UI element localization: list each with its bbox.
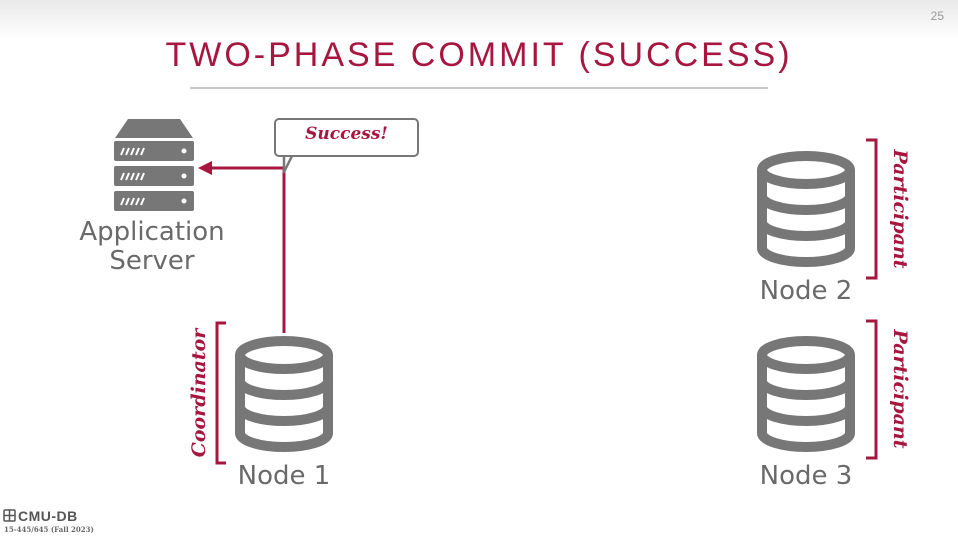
participant-role-label-node-3: Participant (889, 329, 911, 449)
success-message-text: Success! (305, 124, 388, 144)
node-1-label: Node 1 (237, 461, 331, 491)
participant-bracket-node-3 (866, 319, 878, 460)
success-message-bubble (274, 118, 419, 157)
participant-role-label-node-2: Participant (889, 149, 911, 269)
slide-title: TWO-PHASE COMMIT (SUCCESS) (165, 36, 793, 74)
server-rack-icon (114, 119, 194, 211)
footer-logo-text: CMU-DB (18, 508, 78, 524)
footer-logo: CMU-DB (4, 508, 78, 524)
node-2-label: Node 2 (759, 276, 853, 306)
node-1-database-icon (235, 336, 333, 452)
header-shade (0, 0, 958, 40)
page-number: 25 (930, 9, 944, 23)
application-server-label-line1: Application (79, 217, 225, 247)
participant-bracket-node-2 (866, 138, 878, 280)
application-server-label-line2: Server (109, 245, 195, 276)
title-divider (190, 87, 768, 89)
node-2-database-icon (757, 151, 855, 267)
course-label: 15-445/645 (Fall 2023) (4, 525, 94, 534)
node-3-label: Node 3 (759, 461, 853, 491)
coordinator-bracket (215, 321, 226, 465)
application-server-label: Application Server (64, 218, 240, 275)
cmu-db-logo-icon (3, 509, 16, 522)
coordinator-role-label: Coordinator (188, 328, 210, 458)
node-3-database-icon (757, 336, 855, 452)
